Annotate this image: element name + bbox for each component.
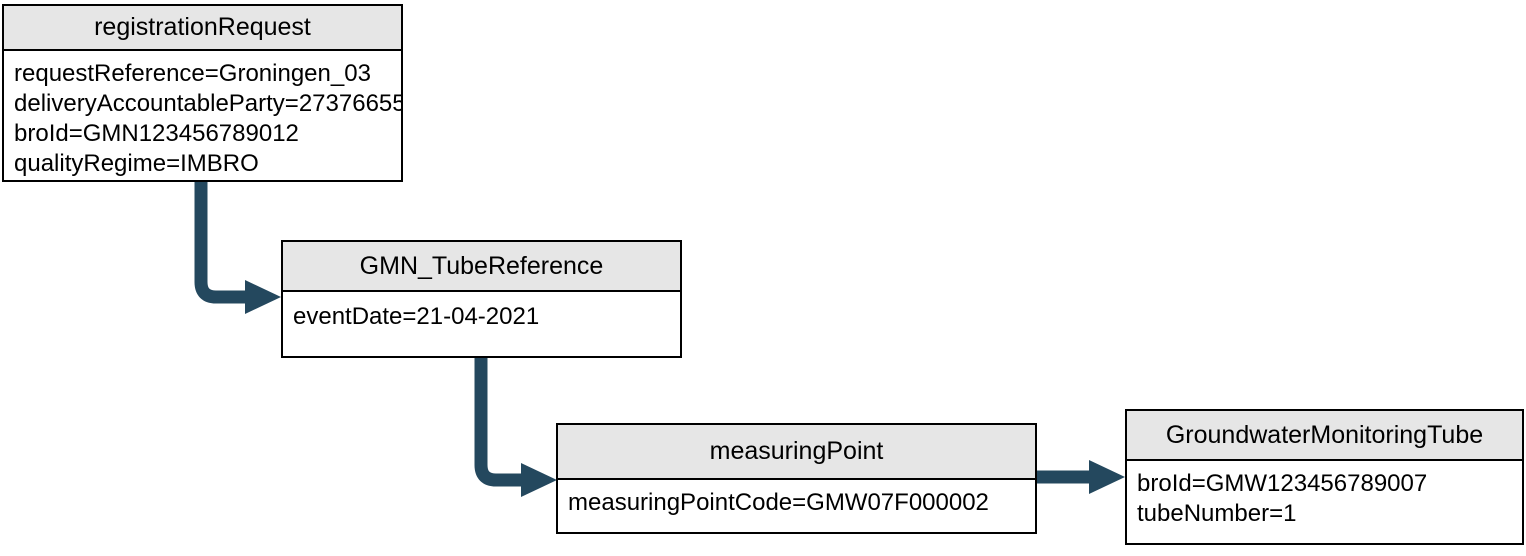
edge-line [474,356,523,487]
node-attributes: requestReference=Groningen_03 deliveryAc… [4,51,401,179]
node-title: GMN_TubeReference [283,242,680,292]
node-title: measuringPoint [558,425,1035,480]
node-attributes: measuringPointCode=GMW07F000002 [558,480,1035,518]
attr-bro-id: broId=GMN123456789012 [14,120,299,147]
node-title: registrationRequest [4,6,401,51]
arrowhead-right-icon [521,463,557,497]
node-groundwater-monitoring-tube: GroundwaterMonitoringTube broId=GMW12345… [1125,409,1524,545]
attr-tube-number: tubeNumber=1 [1137,500,1297,527]
node-title: GroundwaterMonitoringTube [1127,411,1522,461]
arrowhead-right-icon [245,280,281,314]
attr-measuring-point-code: measuringPointCode=GMW07F000002 [568,489,989,516]
node-gmn-tube-reference: GMN_TubeReference eventDate=21-04-2021 [281,240,682,358]
node-attributes: broId=GMW123456789007 tubeNumber=1 [1127,461,1522,529]
attr-request-reference: requestReference=Groningen_03 [14,60,371,87]
attr-event-date: eventDate=21-04-2021 [293,303,540,330]
edge-line [194,180,247,304]
edge-registrationrequest-to-gmn-tubereference [194,180,281,314]
edge-gmn-tubereference-to-measuringpoint [474,356,557,497]
attr-quality-regime: qualityRegime=IMBRO [14,150,259,177]
attr-delivery-accountable-party: deliveryAccountableParty=27376655 [14,90,401,117]
node-measuring-point: measuringPoint measuringPointCode=GMW07F… [556,423,1037,534]
node-attributes: eventDate=21-04-2021 [283,292,680,332]
arrowhead-right-icon [1089,460,1125,494]
attr-bro-id: broId=GMW123456789007 [1137,470,1428,497]
edge-measuringpoint-to-groundwatermonitoringtube [1037,460,1125,494]
node-registration-request: registrationRequest requestReference=Gro… [2,4,403,182]
